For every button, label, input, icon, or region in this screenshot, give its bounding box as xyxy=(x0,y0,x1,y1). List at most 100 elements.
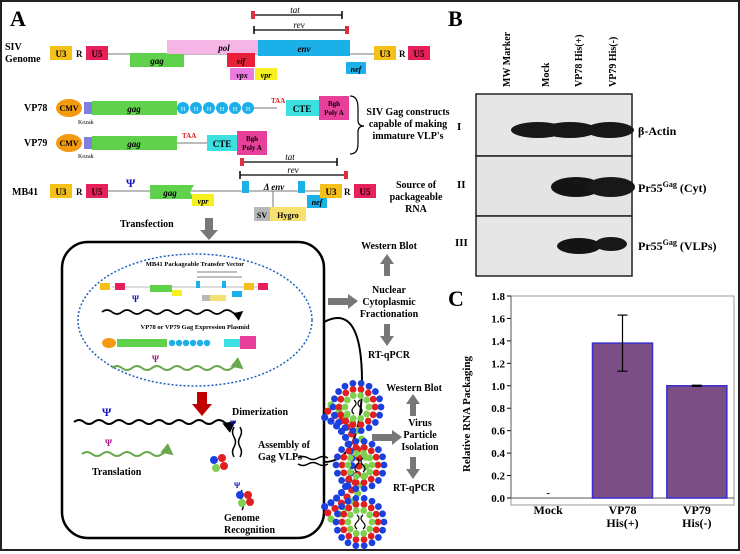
lane-label-1: Mock xyxy=(541,62,552,87)
vp78-cte xyxy=(286,100,319,116)
row-label-actin: β-Actin xyxy=(638,124,677,138)
svg-text:vpx: vpx xyxy=(236,71,248,80)
svg-text:env: env xyxy=(298,44,312,54)
svg-text:immature VLP's: immature VLP's xyxy=(372,131,443,142)
svg-text:Assembly of: Assembly of xyxy=(258,440,311,451)
his-tag: H H H H H H xyxy=(177,102,254,114)
band-actin-vp79 xyxy=(586,122,634,138)
svg-text:U5: U5 xyxy=(92,187,103,197)
svg-text:R: R xyxy=(76,49,83,59)
lane-label-3: VP79 His(-) xyxy=(608,37,619,87)
svg-text:Western Blot: Western Blot xyxy=(386,383,442,394)
siv-pol xyxy=(167,40,282,54)
svg-text:Ψ: Ψ xyxy=(234,481,241,490)
row-label-cyt: Pr55Gag (Cyt) xyxy=(638,180,707,195)
lane-label-2: VP78 His(+) xyxy=(574,34,585,87)
y-tick-label-9: 1.8 xyxy=(491,291,505,303)
vp79-construct: VP79 CMV Kozak gag TAA CTE Bgh Poly A xyxy=(24,131,267,160)
panel-c-label: C xyxy=(448,286,464,311)
western-blot: MW Marker Mock VP78 His(+) VP79 His(-) I… xyxy=(455,31,717,277)
svg-text:U3: U3 xyxy=(56,49,67,59)
svg-text:H: H xyxy=(246,107,251,113)
svg-text:Nuclear: Nuclear xyxy=(372,285,406,296)
svg-text:RT-qPCR: RT-qPCR xyxy=(393,483,436,494)
svg-text:Particle: Particle xyxy=(403,430,437,441)
y-tick-label-0: 0.0 xyxy=(491,493,505,505)
cell-outline xyxy=(60,240,326,540)
band-cyt-vp79 xyxy=(587,177,635,197)
x-tick-label-2: VP79 xyxy=(683,503,711,517)
x-tick-label-1: His(+) xyxy=(606,516,638,530)
siv-name-2: Genome xyxy=(5,54,41,65)
svg-text:Isolation: Isolation xyxy=(401,442,439,453)
svg-text:Kozak: Kozak xyxy=(78,154,94,160)
svg-text:tat: tat xyxy=(285,152,295,162)
svg-text:H: H xyxy=(194,107,199,113)
svg-text:Ψ: Ψ xyxy=(105,438,112,448)
bar-2 xyxy=(666,385,728,499)
transfection-arrow xyxy=(200,230,218,240)
error-bars xyxy=(617,314,702,387)
nucleus xyxy=(77,253,313,387)
svg-text:packageable: packageable xyxy=(390,192,443,203)
mb41-sv xyxy=(254,207,270,221)
construct-bracket xyxy=(349,95,365,155)
svg-text:Virus: Virus xyxy=(408,418,432,429)
svg-text:Cytoplasmic: Cytoplasmic xyxy=(362,297,416,308)
svg-text:Ψ: Ψ xyxy=(132,294,139,304)
band-cyt-vp78 xyxy=(551,177,601,197)
y-tick-label-4: 0.8 xyxy=(491,403,505,415)
svg-text:vpr: vpr xyxy=(261,71,273,80)
svg-text:nef: nef xyxy=(312,198,324,207)
svg-text:gag: gag xyxy=(126,139,141,149)
siv-env xyxy=(258,40,350,56)
svg-text:Recognition: Recognition xyxy=(224,525,276,536)
svg-text:VP78: VP78 xyxy=(24,103,47,114)
svg-text:nef: nef xyxy=(351,65,363,74)
svg-text:U5: U5 xyxy=(360,187,371,197)
svg-text:SV: SV xyxy=(257,211,267,220)
vp78-bgh xyxy=(319,96,349,120)
svg-text:VP78 or VP79 Gag Expression Pl: VP78 or VP79 Gag Expression Plasmid xyxy=(141,324,250,331)
arrow-to-fractionation xyxy=(348,294,358,309)
y-tick-label-1: 0.2 xyxy=(491,471,505,483)
y-tick-label-8: 1.6 xyxy=(491,313,505,325)
svg-text:Poly A: Poly A xyxy=(242,144,262,152)
svg-text:U3: U3 xyxy=(56,187,67,197)
rev-label: rev xyxy=(293,20,304,30)
siv-u3 xyxy=(50,46,72,60)
y-tick-label-7: 1.4 xyxy=(491,336,505,348)
svg-text:Δ env: Δ env xyxy=(263,182,285,192)
tat-label: tat xyxy=(290,5,300,15)
svg-text:CTE: CTE xyxy=(293,104,312,114)
svg-text:Bgh: Bgh xyxy=(246,135,258,143)
svg-text:CMV: CMV xyxy=(59,139,78,148)
svg-text:gag: gag xyxy=(149,56,164,66)
vp78-cmv xyxy=(56,99,82,117)
y-tick-label-3: 0.6 xyxy=(491,426,505,438)
siv-u5 xyxy=(86,46,108,60)
svg-text:H: H xyxy=(220,107,225,113)
svg-text:I: I xyxy=(457,121,461,133)
svg-text:Genome: Genome xyxy=(224,513,260,524)
mini-mb41: Ψ xyxy=(100,271,268,321)
svg-text:gag: gag xyxy=(126,104,141,114)
bars xyxy=(591,342,728,499)
siv-name-1: SIV xyxy=(5,42,22,53)
y-axis-label: Relative RNA Packaging xyxy=(461,355,473,472)
right-flow: Western Blot Nuclear Cytoplasmic Fractio… xyxy=(328,241,443,494)
svg-text:vif: vif xyxy=(237,57,247,66)
svg-text:U5: U5 xyxy=(414,49,425,59)
svg-text:TAA: TAA xyxy=(271,97,285,105)
svg-text:MB41 Packageable Transfer Vect: MB41 Packageable Transfer Vector xyxy=(146,261,245,268)
svg-text:Dimerization: Dimerization xyxy=(232,407,289,418)
svg-text:CTE: CTE xyxy=(213,139,232,149)
svg-text:Translation: Translation xyxy=(92,467,142,478)
mini-vp-plasmid: Ψ xyxy=(102,336,256,371)
siv-vif xyxy=(227,53,255,67)
x-tick-label-1: VP78 xyxy=(609,503,637,517)
svg-text:CMV: CMV xyxy=(59,104,78,113)
row-label-vlp: Pr55Gag (VLPs) xyxy=(638,238,717,253)
